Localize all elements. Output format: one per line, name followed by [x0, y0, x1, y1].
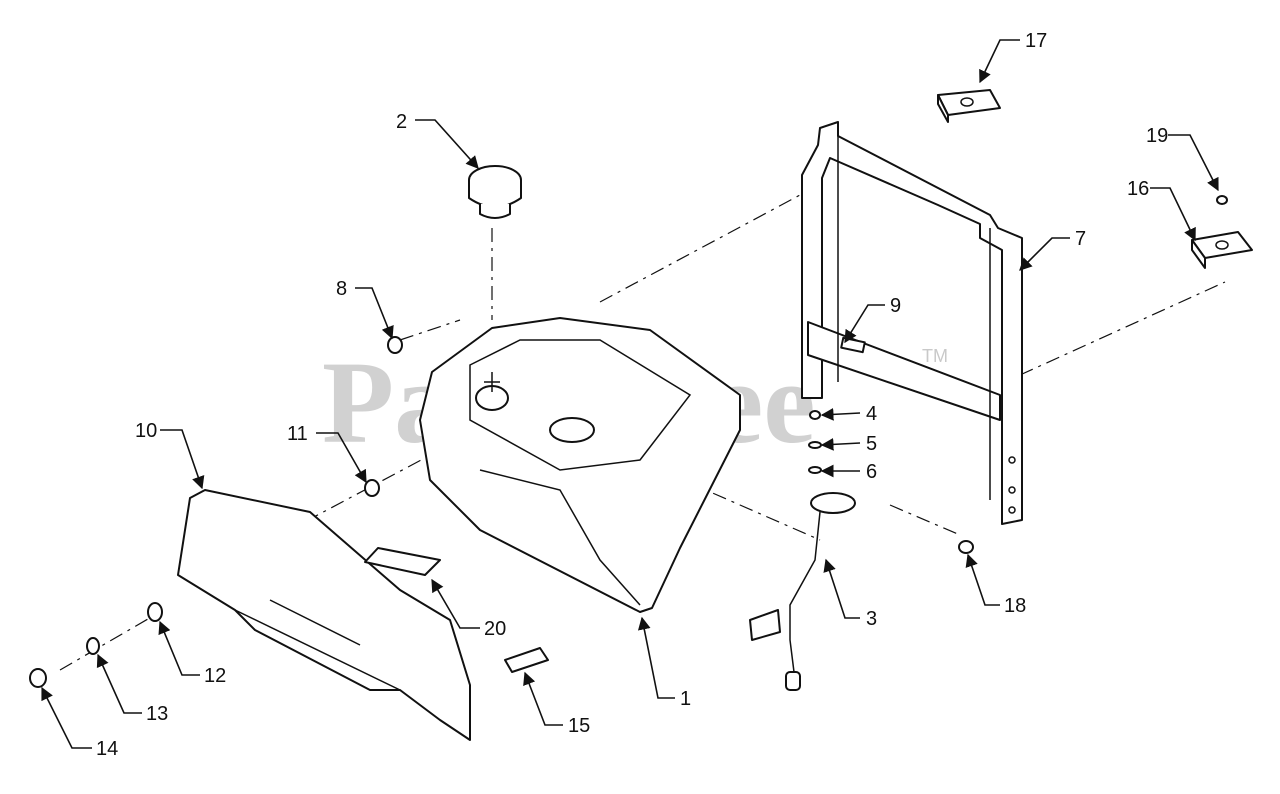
bolt-18: [958, 540, 974, 554]
callout-15: 15: [568, 715, 590, 737]
callout-10: 10: [135, 420, 157, 442]
grommet-11: [364, 479, 380, 497]
callout-7: 7: [1075, 228, 1086, 250]
callout-20: 20: [484, 618, 506, 640]
console-panel-part: [177, 489, 471, 741]
washer-4: [809, 410, 821, 420]
callout-19: 19: [1146, 125, 1168, 147]
callout-18: 18: [1004, 595, 1026, 617]
callout-14: 14: [96, 738, 118, 760]
callout-11: 11: [287, 423, 308, 445]
fuel-tank-part: [419, 317, 741, 613]
callout-3: 3: [866, 608, 877, 630]
callout-4: 4: [866, 403, 877, 425]
callout-8: 8: [336, 278, 347, 300]
callout-16: 16: [1127, 178, 1149, 200]
screw-19: [1216, 195, 1228, 205]
washer-12: [147, 602, 163, 622]
callout-2: 2: [396, 111, 407, 133]
washer-6: [808, 466, 822, 474]
clip-15: [504, 647, 549, 673]
fuel-cap-part: [468, 165, 522, 219]
bracket-17: [937, 89, 1001, 123]
frame-part: [801, 121, 1023, 525]
bracket-16: [1191, 231, 1253, 269]
sender-part: [749, 492, 856, 691]
callout-12: 12: [204, 665, 226, 687]
washer-13: [86, 637, 100, 655]
callout-1: 1: [680, 688, 691, 710]
callout-6: 6: [866, 461, 877, 483]
watermark-tm: TM: [922, 346, 948, 366]
callout-17: 17: [1025, 30, 1047, 52]
nut-14: [29, 668, 47, 688]
callout-13: 13: [146, 703, 168, 725]
callout-labels: 17 19 16 7 9 4 5 6 3 18 2 8 11 10 20 1 1…: [96, 30, 1168, 760]
washer-5: [808, 441, 822, 449]
callout-9: 9: [890, 295, 901, 317]
callout-5: 5: [866, 433, 877, 455]
leader-lines: [41, 39, 1219, 749]
grommet-8: [387, 336, 403, 354]
